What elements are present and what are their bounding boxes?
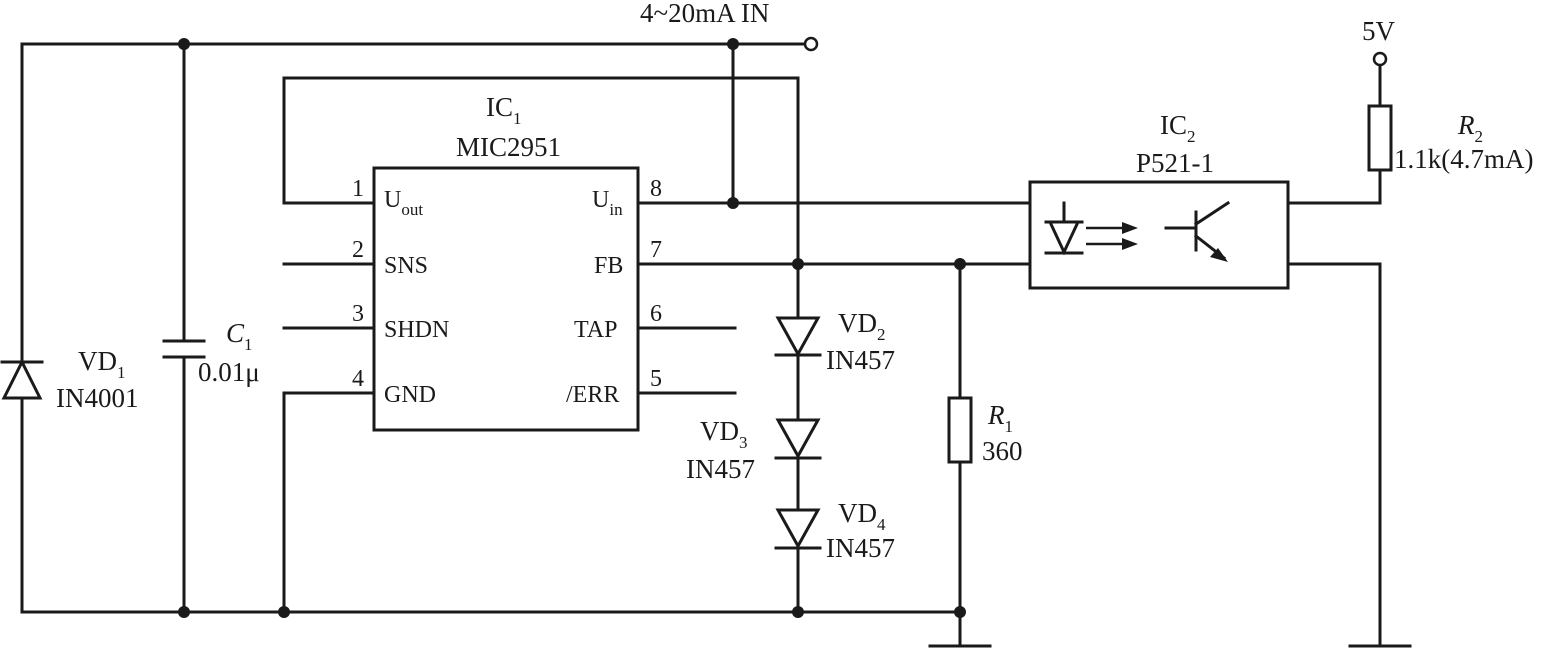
vd3-part: IN457 — [686, 454, 755, 484]
fb-wire — [636, 251, 1074, 266]
ic1-ref: IC1 — [486, 92, 522, 128]
vd3-diode — [774, 418, 822, 460]
vd3-diode-body — [775, 418, 821, 460]
ic1-body — [372, 166, 640, 432]
ic1-pin4-number: 4 — [352, 366, 364, 392]
vd2-part: IN457 — [826, 345, 895, 375]
emitter-arrow — [1210, 248, 1228, 262]
ic1-pin8-name: Uin — [592, 187, 623, 219]
vd1-part: IN4001 — [56, 383, 139, 413]
ic2-led — [1044, 201, 1084, 256]
input-terminal — [803, 36, 819, 52]
vd4-diode — [774, 508, 822, 550]
uout-loop-wire — [282, 76, 800, 318]
ic1-pin8-number: 8 — [650, 176, 662, 202]
junction-dot — [727, 197, 739, 209]
junction-dot — [954, 606, 966, 618]
gnd-wire — [282, 391, 376, 614]
ic1-pin2-name: SNS — [384, 253, 428, 279]
junction-dot — [792, 606, 804, 618]
junction-dot — [727, 38, 739, 50]
junction-dot — [278, 606, 290, 618]
ic1-pin5-name: /ERR — [566, 382, 619, 408]
c1-ref: C1 — [226, 318, 253, 354]
vd2-diode-body — [775, 316, 821, 358]
vd4-ref: VD4 — [838, 498, 886, 534]
ic1-pin2-number: 2 — [352, 237, 364, 263]
r2-value: 1.1k(4.7mA) — [1394, 144, 1533, 174]
left-rail — [20, 42, 962, 614]
ic1-pin4-name: GND — [384, 382, 436, 408]
ic1-pin3-number: 3 — [352, 301, 364, 327]
5v-terminal — [1372, 51, 1388, 67]
vd3-ref: VD3 — [700, 416, 748, 452]
junction-dot — [954, 258, 966, 270]
emitter-wire — [1226, 248, 1382, 647]
r1-value: 360 — [982, 436, 1023, 466]
vd2-diode — [774, 316, 822, 358]
junction-dot — [178, 606, 190, 618]
light-arrows-icon — [1086, 222, 1138, 250]
r2-ref: R2 — [1457, 110, 1483, 146]
vd1-ref: VD1 — [78, 346, 126, 382]
wires — [20, 42, 1412, 648]
vd2-ref: VD2 — [838, 308, 886, 344]
ic1-pin1-number: 1 — [352, 176, 364, 202]
ic1-part: MIC2951 — [456, 132, 561, 162]
c1-value: 0.01μ — [198, 357, 260, 387]
c1-capacitor — [162, 339, 206, 359]
ic2-ref: IC2 — [1160, 110, 1196, 146]
ic2-part: P521-1 — [1136, 148, 1214, 178]
junction-dot — [178, 38, 190, 50]
vd1-diode-body — [1, 358, 43, 400]
r1-resistor — [947, 396, 973, 464]
vd4-part: IN457 — [826, 533, 895, 563]
input-terminal-label: 4~20mA IN — [640, 0, 769, 28]
5v-terminal-label: 5V — [1362, 16, 1396, 46]
ic1-pin1-name: Uout — [384, 187, 423, 219]
ic1-pin7-number: 7 — [650, 237, 662, 263]
junction-dot — [792, 258, 804, 270]
ic1-pin6-name: TAP — [574, 317, 617, 343]
junctions — [178, 38, 966, 618]
vd4-diode-body — [775, 508, 821, 550]
collector-line — [1193, 200, 1231, 227]
r1-ref: R1 — [987, 400, 1013, 436]
ic1-pin5-number: 5 — [650, 366, 662, 392]
ic2-phototransistor — [1164, 200, 1231, 262]
r2-resistor — [1367, 104, 1393, 172]
ic1-pin7-name: FB — [594, 253, 623, 279]
ic1-pin3-name: SHDN — [384, 317, 449, 343]
ic1-pin6-number: 6 — [650, 301, 662, 327]
vd1-diode — [0, 358, 44, 400]
uin-to-led-wire — [636, 201, 1056, 224]
